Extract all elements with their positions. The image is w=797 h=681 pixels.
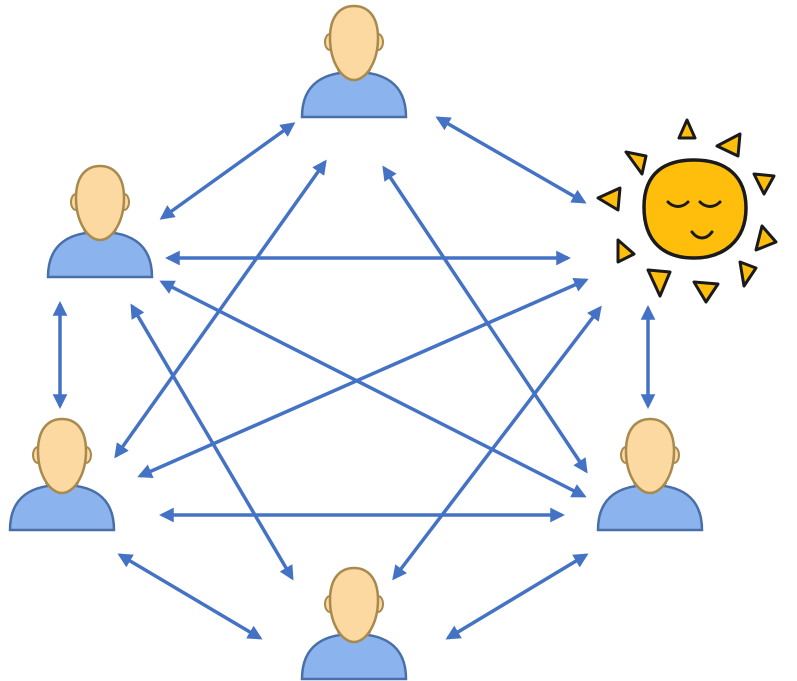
person-icon xyxy=(8,417,116,532)
person-node-bottom xyxy=(300,566,408,681)
person-node-top xyxy=(300,4,408,119)
arrow-lower-left-to-bottom xyxy=(117,553,263,640)
person-icon xyxy=(300,4,408,119)
person-icon xyxy=(46,164,154,279)
person-node-lower-left xyxy=(8,417,116,532)
person-node-upper-left xyxy=(46,164,154,279)
arrow-top-to-lower-right xyxy=(382,165,588,474)
arrow-upper-left-to-bottom xyxy=(130,303,294,581)
arrow-top-to-lower-left xyxy=(114,159,327,459)
smiling-sun-icon xyxy=(596,118,778,304)
person-icon xyxy=(596,417,704,532)
sun-node xyxy=(596,118,778,304)
nodes-layer xyxy=(8,4,778,681)
person-icon xyxy=(300,566,408,681)
arrow-top-to-sun xyxy=(435,116,587,204)
person-node-lower-right xyxy=(596,417,704,532)
arrow-sun-to-lower-left xyxy=(137,278,589,478)
arrow-sun-to-bottom xyxy=(392,305,602,581)
arrow-top-to-upper-left xyxy=(159,122,296,220)
arrow-lower-right-to-bottom xyxy=(445,553,589,640)
edges-layer xyxy=(52,116,656,640)
